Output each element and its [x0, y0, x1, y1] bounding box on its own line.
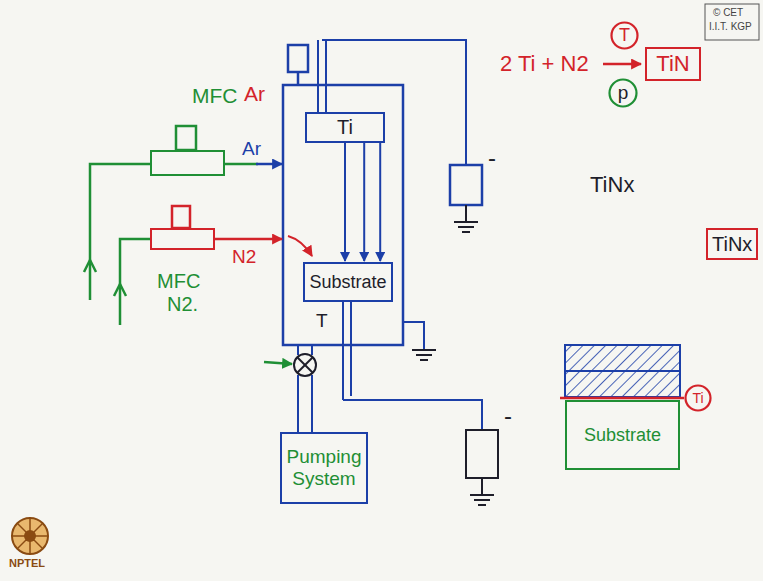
pump-box: Pumping System [280, 432, 368, 504]
gas-line [225, 163, 258, 166]
condition-circle: T [610, 21, 639, 50]
gas-label: N2 [232, 246, 256, 268]
ground-wire [481, 478, 483, 495]
pump-pipe [311, 345, 313, 355]
node-text: T [619, 25, 630, 46]
ground-symbol [454, 221, 478, 223]
logo-wheel [17, 523, 43, 549]
mfc-stem [176, 126, 196, 150]
node-text: p [618, 82, 629, 104]
ground-wire [465, 205, 467, 222]
device-label: N2. [167, 293, 198, 316]
ground-symbol [458, 226, 474, 228]
target-rod [317, 40, 319, 112]
ground-symbol [462, 231, 470, 233]
mfc-stem [172, 206, 190, 228]
watermark: © CET [713, 7, 743, 19]
ground-symbol [412, 349, 436, 351]
substrate-wire [343, 400, 482, 430]
node-text: TiNx [712, 233, 752, 256]
reaction-arrow [603, 63, 641, 66]
coating-layer [565, 345, 680, 371]
node-text: Ti [337, 116, 353, 139]
watermark-frame [705, 4, 759, 40]
logo-wheel [12, 518, 48, 554]
compound-label: TiNx [590, 172, 634, 197]
gas-line [120, 239, 150, 325]
target-rod [325, 40, 327, 112]
pump-pipe [297, 375, 299, 432]
gas-inlet-arrow [256, 163, 282, 166]
coating-layer [565, 371, 680, 397]
circle-outline [610, 21, 639, 50]
gas-inlet-arrow [215, 238, 282, 241]
node-text: TiN [656, 51, 689, 76]
node-text: Ti [692, 390, 703, 406]
device-label: Ar [244, 82, 265, 106]
pump-pipe [311, 375, 313, 432]
ground-wire [403, 322, 424, 350]
gauge-stem [297, 72, 300, 85]
ground-symbol [416, 354, 432, 356]
ground-symbol [474, 499, 490, 501]
valve-symbol [294, 354, 316, 376]
flux-arrow [344, 143, 346, 261]
substrate-rod [350, 302, 352, 396]
substrate-layer: Substrate [565, 400, 680, 470]
flow-arrow [114, 284, 126, 296]
interlayer-line [560, 397, 684, 400]
node-text: Pumping System [286, 446, 362, 490]
condition-circle: p [608, 78, 638, 108]
temperature-label: T [316, 310, 328, 332]
reaction-equation: 2 Ti + N2 [500, 51, 589, 76]
compound-box: TiNx [706, 228, 758, 260]
device-label: MFC [192, 84, 238, 108]
valve-symbol [297, 357, 313, 373]
ground-symbol [420, 359, 428, 361]
watermark: I.I.T. KGP [709, 21, 752, 33]
device-label: MFC [157, 270, 200, 293]
target-box: Ti [305, 112, 385, 143]
substrate-box: Substrate [303, 262, 393, 302]
circle-outline [608, 78, 638, 108]
ground-symbol [470, 494, 494, 496]
circle-outline [684, 384, 712, 412]
logo-wheel [17, 523, 43, 549]
gas-flow-arrow [288, 236, 312, 256]
flow-controller: MFCAr [150, 150, 225, 176]
flux-arrow [379, 143, 381, 261]
flow-arrow [84, 260, 96, 272]
gauge-port [288, 45, 308, 72]
circle-outline [686, 386, 711, 411]
polarity-sign: - [504, 402, 512, 430]
flow-controller: MFCN2. [150, 228, 215, 250]
valve-symbol [297, 357, 313, 373]
power-supply [450, 165, 482, 205]
node-text: Substrate [309, 272, 386, 293]
valve-arrow [264, 362, 292, 364]
gas-label: Ar [242, 138, 261, 160]
circle-outline [610, 80, 637, 107]
substrate-rod [342, 302, 344, 400]
ground-symbol [478, 504, 486, 506]
node-text: Substrate [584, 425, 661, 446]
pump-pipe [297, 345, 299, 355]
logo-text: NPTEL [9, 557, 45, 570]
polarity-sign: - [488, 144, 496, 172]
power-supply [466, 430, 498, 478]
product-box: TiN [645, 47, 701, 81]
flux-arrow [363, 143, 365, 261]
target-wire [322, 40, 466, 165]
circle-outline [612, 23, 638, 49]
layer-circle: Ti [684, 384, 712, 412]
